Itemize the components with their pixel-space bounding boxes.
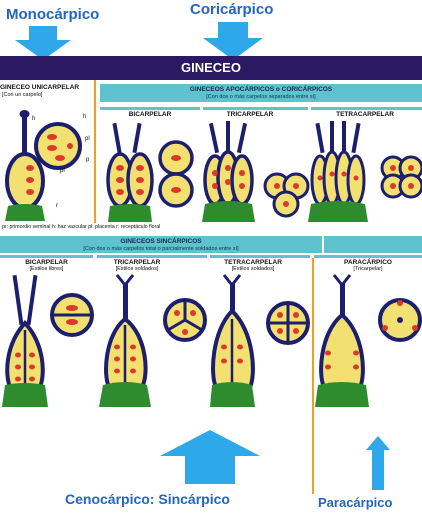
- sin-bicarpelar-drawing: [2, 274, 94, 407]
- apo-tricarpelar-label: TRICARPELAR: [226, 111, 274, 118]
- part-label-h2: h: [83, 114, 87, 120]
- sin-tetracarpelar-detail: [Estilos soldados]: [231, 266, 275, 272]
- unicarpelar-pistil: [5, 110, 82, 221]
- apocarpicos-subtitle: [Con dos o más carpelos separados entre …: [206, 94, 316, 100]
- paracarpico-arrow: [366, 436, 390, 490]
- sin-tetracarpelar-label: TETRACARPELAR: [224, 259, 282, 266]
- sin-tricarpelar-label: TRICARPELAR: [113, 259, 161, 266]
- sincarpicos-title: GINECEOS SINCÁRPICOS: [120, 238, 202, 245]
- part-label-pr: pr: [60, 168, 66, 174]
- apo-cell-divider-3: [311, 107, 422, 110]
- sin-paracarpico-detail: [Tricarpelar]: [353, 266, 383, 272]
- sincarpicos-header: GINECEOS SINCÁRPICOS [Con dos o más carp…: [0, 236, 322, 253]
- sin-cell-stripe-3: [210, 255, 310, 258]
- sin-bicarpelar-label: BICARPELAR: [25, 259, 68, 266]
- part-label-pl: pl: [85, 136, 90, 142]
- monocarpico-arrow: [15, 26, 71, 60]
- sin-tricarpelar-drawing: [99, 274, 207, 407]
- apo-tricarpelar-drawing: [202, 121, 310, 222]
- paracarpico-label: Paracárpico: [318, 495, 393, 510]
- sincarpicos-header-right: [324, 236, 422, 253]
- sin-cell-stripe-1: [0, 255, 93, 258]
- monocarpico-label: Monocárpico: [6, 6, 100, 23]
- sin-tricarpelar-head: TRICARPELAR [Estilos soldados]: [97, 259, 177, 272]
- apo-cell-divider-2: [203, 107, 308, 110]
- unicarpelar-title: GINECEO UNICARPELAR: [0, 84, 80, 91]
- apo-tetracarpelar-label: TETRACARPELAR: [336, 111, 394, 118]
- sin-tricarpelar-detail: [Estilos soldados]: [115, 266, 159, 272]
- cenocarpico-label: Cenocárpico: Sincárpico: [65, 491, 230, 507]
- sin-cell-stripe-4: [314, 255, 422, 258]
- sin-paracarpico-label: PARACÁRPICO: [344, 259, 392, 266]
- apocarpicos-header: GINECEOS APOCÁRPICOS o CORICÁRPICOS [Con…: [100, 84, 422, 102]
- unicarpelar-subtitle: [Con un carpelo]: [2, 92, 43, 98]
- sin-tetracarpelar-drawing: [210, 274, 310, 407]
- apo-tetracarpelar-drawing: [308, 121, 422, 222]
- part-label-p: p: [86, 157, 90, 163]
- coricarpico-label: Coricárpico: [190, 1, 274, 18]
- separator-top: [94, 80, 96, 223]
- separator-bottom: [312, 258, 314, 494]
- gineceo-title: GINECEO: [181, 60, 241, 75]
- gineceo-banner: GINECEO: [0, 56, 422, 80]
- paracarpico-drawing: [315, 274, 422, 407]
- apo-bicarpelar-label: BICARPELAR: [128, 111, 172, 118]
- part-label-r: r: [56, 203, 58, 209]
- sin-bicarpelar-detail: [Estilos libres]: [29, 266, 64, 272]
- part-label-h: h: [32, 116, 36, 122]
- sin-bicarpelar-head: BICARPELAR [Estilos libres]: [0, 259, 93, 272]
- sin-tetracarpelar-head: TETRACARPELAR [Estilos soldados]: [213, 259, 293, 272]
- unicarpelar-header: GINECEO UNICARPELAR [Con un carpelo]: [0, 84, 93, 98]
- coricarpico-arrow: [203, 22, 263, 60]
- apo-cell-divider-1: [100, 107, 200, 110]
- apocarpicos-title: GINECEOS APOCÁRPICOS o CORICÁRPICOS: [189, 86, 333, 93]
- parts-legend: pr: primordio seminal h: haz vascular pl…: [2, 224, 161, 230]
- apo-bicarpelar-drawing: [106, 122, 194, 222]
- sin-cell-stripe-2: [97, 255, 207, 258]
- cenocarpico-arrow: [160, 430, 260, 484]
- sin-paracarpico-head: PARACÁRPICO [Tricarpelar]: [318, 259, 418, 272]
- sincarpicos-subtitle: [Con dos o más carpelos total o parcialm…: [83, 246, 239, 252]
